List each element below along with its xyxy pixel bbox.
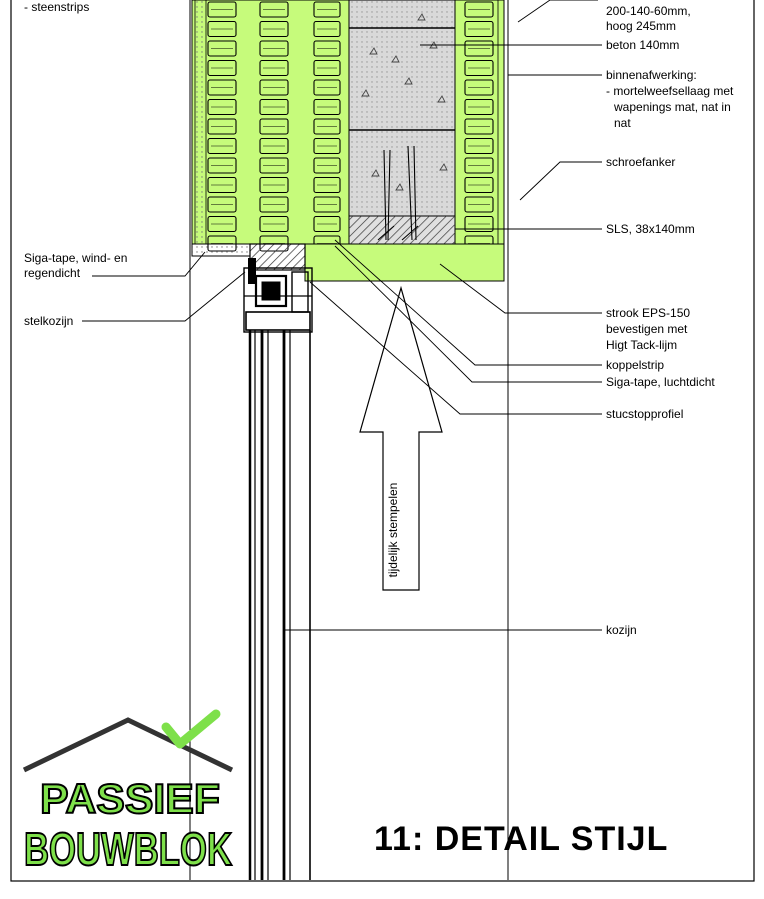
label-binnenafwerking-3: wapenings mat, nat in: [614, 100, 731, 114]
brick-block: [259, 137, 289, 155]
stelkozijn-frame: [249, 243, 306, 271]
brick-block: [207, 176, 237, 194]
brick-block: [313, 137, 341, 155]
brick-block: [464, 118, 494, 135]
logo-roof: [22, 717, 234, 773]
brick-block: [259, 98, 289, 116]
brick-block: [207, 118, 237, 135]
brick-block: [259, 196, 289, 213]
brick-block: [259, 157, 289, 174]
brick-block: [464, 157, 494, 174]
label-siga-wind-2: regendicht: [24, 266, 81, 280]
label-binnenafwerking-4: nat: [614, 116, 631, 130]
label-binnenafwerking-2: - mortelweefsellaag met: [606, 84, 734, 98]
screw-anchors: [377, 145, 419, 241]
brick-block: [313, 79, 341, 96]
brick-block: [207, 196, 237, 213]
brick-block: [464, 196, 494, 213]
label-siga-lucht: Siga-tape, luchtdicht: [606, 375, 715, 389]
page-frame: [10, 0, 755, 882]
label-koppelstrip: koppelstrip: [606, 358, 665, 372]
brick-block: [207, 137, 237, 155]
label-strook-2: bevestigen met: [606, 322, 688, 336]
leader-lines: [82, 0, 602, 631]
brick-block: [464, 215, 494, 233]
brick-block: [207, 20, 237, 38]
brick-block: [464, 79, 494, 96]
brick-block: [207, 98, 237, 116]
brick-block: [259, 40, 289, 57]
page-title: 11: DETAIL STIJL: [374, 820, 669, 858]
brick-block: [207, 79, 237, 96]
window-frame-profile: [243, 267, 313, 333]
label-schroefanker: schroefanker: [606, 155, 676, 169]
brick-block: [207, 59, 237, 77]
brick-block: [464, 98, 494, 116]
label-binnenafwerking: binnenafwerking:: [606, 68, 697, 82]
brick-block: [207, 215, 237, 233]
brick-block: [313, 98, 341, 116]
label-dim1: 200-140-60mm,: [606, 4, 691, 18]
label-strook: strook EPS-150: [606, 306, 691, 320]
brick-block: [313, 20, 341, 38]
logo: PASSIEF BOUWBLOK: [22, 709, 234, 876]
siga-tape-wind: [248, 258, 256, 284]
brick-block: [464, 176, 494, 194]
brick-block: [313, 215, 341, 233]
brick-block: [259, 215, 289, 233]
logo-line2: BOUWBLOK: [24, 823, 232, 875]
brick-block: [313, 196, 341, 213]
wall-insulation: [191, 0, 505, 245]
brick-block: [464, 59, 494, 77]
brick-block: [313, 118, 341, 135]
outer-finish-layer: [194, 0, 207, 245]
brick-block: [259, 59, 289, 77]
brick-block: [259, 1, 289, 18]
concrete-texture: [349, 0, 455, 218]
label-dim2: hoog 245mm: [606, 19, 677, 33]
brick-block: [313, 1, 341, 18]
brick-block: [464, 137, 494, 155]
brick-block: [313, 176, 341, 194]
brick-block: [207, 40, 237, 57]
stucstop-profile: [191, 243, 251, 257]
label-siga-wind: Siga-tape, wind- en: [24, 251, 128, 265]
brick-block: [259, 20, 289, 38]
brick-block: [464, 40, 494, 57]
brick-block: [207, 157, 237, 174]
label-stelkozijn: stelkozijn: [24, 314, 74, 328]
window-frame-mullions: [248, 330, 311, 880]
check-icon: [161, 709, 221, 749]
label-steenstrips: - steenstrips: [24, 0, 90, 14]
label-strook-3: Higt Tack-lijm: [606, 338, 678, 352]
brick-block: [207, 1, 237, 18]
label-stucstop: stucstopprofiel: [606, 407, 684, 421]
label-beton: beton 140mm: [606, 38, 680, 52]
label-stempelen: tijdelijk stempelen: [386, 482, 400, 578]
prop-arrow: [359, 285, 443, 591]
brick-block: [259, 176, 289, 194]
brick-block: [464, 20, 494, 38]
aggregate-marks: [361, 13, 448, 191]
brick-block: [313, 59, 341, 77]
label-kozijn: kozijn: [606, 623, 637, 637]
brick-block: [259, 118, 289, 135]
brick-block: [313, 157, 341, 174]
eps-strip: [304, 243, 505, 282]
brick-block: [464, 1, 494, 18]
brick-block: [313, 40, 341, 57]
logo-line1: PASSIEF: [40, 775, 220, 822]
brick-block: [259, 79, 289, 96]
label-sls: SLS, 38x140mm: [606, 222, 695, 236]
